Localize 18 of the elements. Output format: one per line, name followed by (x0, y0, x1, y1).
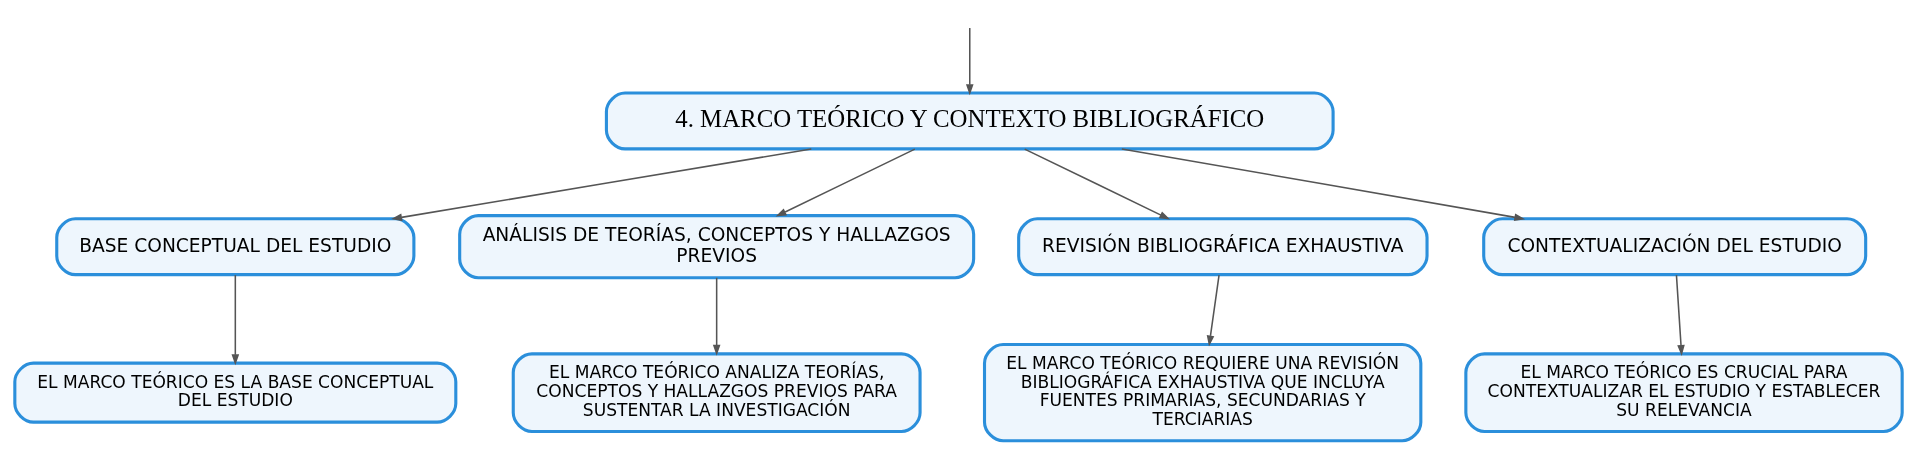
node-box: EL MARCO TEÓRICO ES CRUCIAL PARA CONTEXTUALIZAR EL ESTUDIO Y ESTABLECER SU RELEVANCIA (1464, 352, 1904, 434)
arrow (1206, 274, 1220, 347)
arrow (775, 148, 916, 217)
arrow (965, 27, 974, 96)
node-box: ANÁLISIS DE TEORÍAS, CONCEPTOS Y HALLAZGOS PREVIOS (458, 214, 976, 280)
node-box: CONTEXTUALIZACIÓN DEL ESTUDIO (1482, 217, 1868, 277)
node-box: REVISIÓN BIBLIOGRÁFICA EXHAUSTIVA (1017, 217, 1429, 277)
arrow (1121, 148, 1526, 221)
arrow (712, 277, 721, 356)
node-box: EL MARCO TEÓRICO ES LA BASE CONCEPTUAL DEL ESTUDIO (13, 361, 458, 424)
arrow (1023, 148, 1171, 220)
node-box: 4. MARCO TEÓRICO Y CONTEXTO BIBLIOGRÁFICO (604, 91, 1335, 151)
node-box: EL MARCO TEÓRICO ANALIZA TEORÍAS, CONCEPTOS Y HALLAZGOS PREVIOS PARA SUSTENTAR LA INVESTIGACIÓN (511, 352, 922, 434)
node-box: BASE CONCEPTUAL DEL ESTUDIO (55, 217, 416, 277)
arrow (391, 148, 813, 222)
arrow (1675, 274, 1685, 356)
node-box: EL MARCO TEÓRICO REQUIERE UNA REVISIÓN BIBLIOGRÁFICA EXHAUSTIVA QUE INCLUYA FUENTES PRIMARIAS, SECUNDARIAS Y TERCIARIAS (982, 342, 1423, 443)
arrow (231, 274, 240, 366)
